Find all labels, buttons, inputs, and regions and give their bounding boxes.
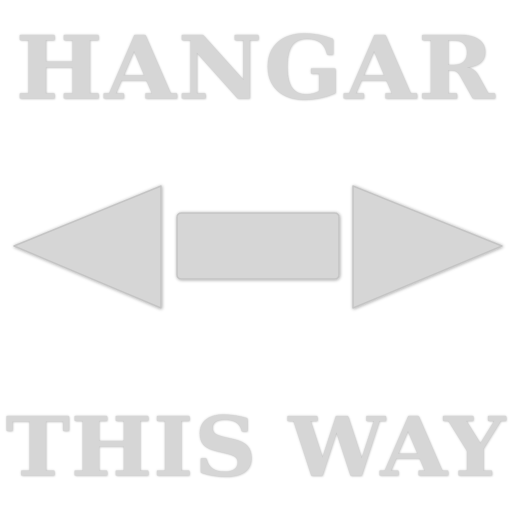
sign-title: HANGAR — [15, 16, 497, 120]
right-arrow-head — [352, 185, 503, 309]
sign-subtitle: THIS WAY — [5, 399, 507, 496]
left-arrow-head — [13, 185, 162, 309]
arrow-shaft — [176, 212, 340, 280]
